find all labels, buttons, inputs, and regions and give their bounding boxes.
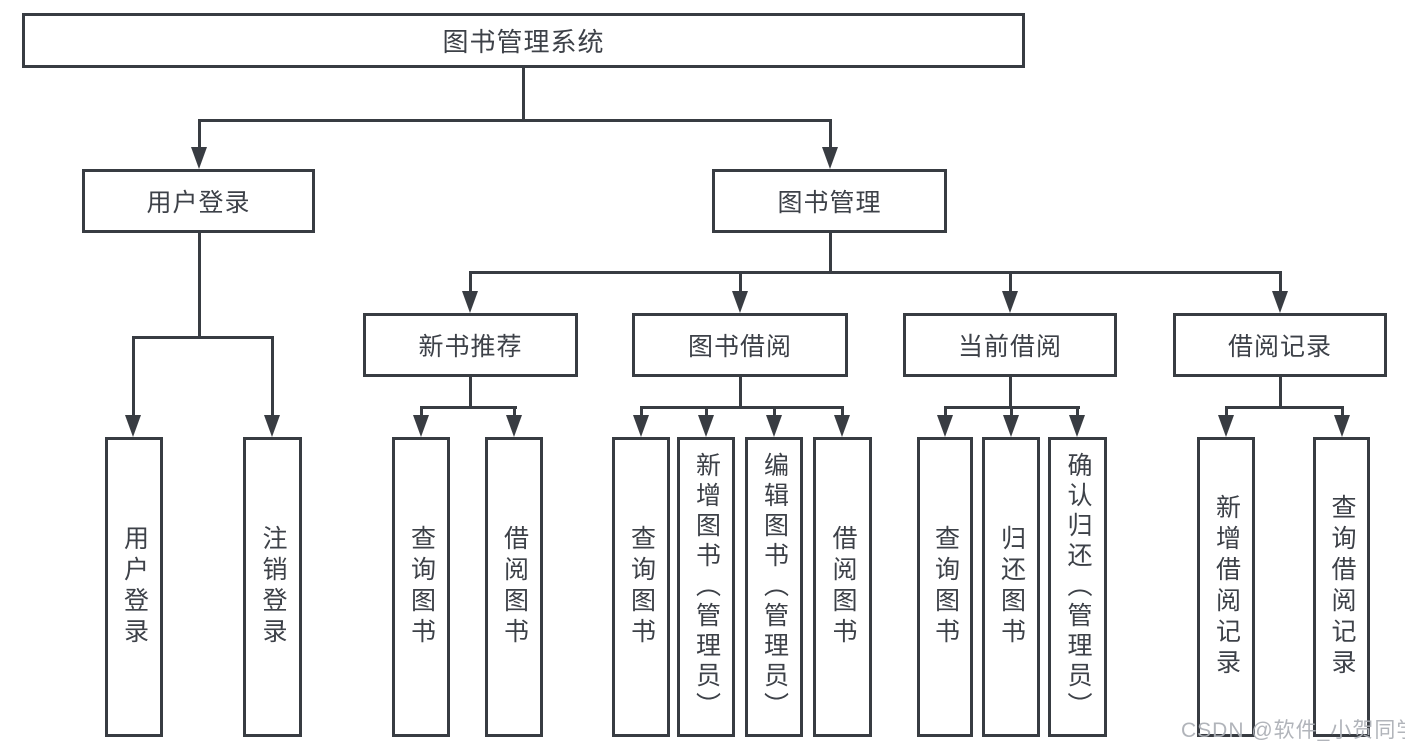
connector-line: [198, 119, 201, 153]
leaf-query-books-3: 查询图书: [917, 437, 973, 737]
node-new-book-recommend: 新书推荐: [363, 313, 578, 377]
connector-line: [469, 377, 472, 409]
connector-line: [1279, 377, 1282, 409]
connector-line: [739, 377, 742, 409]
arrow-down-icon: [125, 415, 141, 437]
arrow-down-icon: [698, 415, 714, 437]
arrow-down-icon: [766, 415, 782, 437]
csdn-watermark: CSDN @软件_小贺同学: [1181, 719, 1405, 742]
connector-line: [1009, 377, 1012, 409]
connector-line: [271, 336, 274, 420]
arrow-down-icon: [506, 415, 522, 437]
arrow-down-icon: [1069, 415, 1085, 437]
connector-line: [420, 406, 517, 409]
node-library-management-system: 图书管理系统: [22, 13, 1025, 68]
connector-line: [1076, 406, 1079, 420]
connector-line: [841, 406, 844, 420]
connector-line: [1010, 406, 1013, 420]
connector-line: [705, 406, 708, 420]
connector-line: [829, 233, 832, 274]
node-borrow-records: 借阅记录: [1173, 313, 1387, 377]
arrow-down-icon: [264, 415, 280, 437]
leaf-borrow-books-2: 借阅图书: [813, 437, 872, 737]
node-book-borrow: 图书借阅: [632, 313, 848, 377]
leaf-query-books-1: 查询图书: [392, 437, 450, 737]
connector-line: [513, 406, 516, 420]
connector-line: [132, 336, 274, 339]
node-book-management: 图书管理: [712, 169, 947, 233]
leaf-query-books-2: 查询图书: [612, 437, 670, 737]
connector-line: [829, 119, 832, 153]
arrow-down-icon: [1218, 415, 1234, 437]
leaf-add-book-admin: 新增图书（管理员）: [677, 437, 735, 737]
connector-line: [1009, 271, 1012, 296]
connector-line: [522, 68, 525, 122]
arrow-down-icon: [633, 415, 649, 437]
arrow-down-icon: [462, 291, 478, 313]
leaf-borrow-books-1: 借阅图书: [485, 437, 543, 737]
connector-line: [469, 271, 1282, 274]
arrow-down-icon: [1002, 291, 1018, 313]
arrow-down-icon: [937, 415, 953, 437]
connector-line: [1279, 271, 1282, 296]
connector-line: [420, 406, 423, 420]
leaf-add-borrow-record: 新增借阅记录: [1197, 437, 1255, 737]
connector-line: [1341, 406, 1344, 420]
node-user-login: 用户登录: [82, 169, 315, 233]
connector-line: [198, 233, 201, 339]
connector-line: [773, 406, 776, 420]
leaf-user-login: 用户登录: [105, 437, 163, 737]
leaf-logout-login: 注销登录: [243, 437, 302, 737]
leaf-query-borrow-record: 查询借阅记录: [1313, 437, 1370, 737]
connector-line: [198, 119, 832, 122]
connector-line: [132, 336, 135, 420]
arrow-down-icon: [413, 415, 429, 437]
arrow-down-icon: [191, 147, 207, 169]
leaf-edit-book-admin: 编辑图书（管理员）: [745, 437, 803, 737]
leaf-confirm-return-admin: 确认归还（管理员）: [1048, 437, 1107, 737]
connector-line: [1225, 406, 1344, 409]
arrow-down-icon: [822, 147, 838, 169]
arrow-down-icon: [834, 415, 850, 437]
connector-line: [469, 271, 472, 296]
arrow-down-icon: [732, 291, 748, 313]
connector-line: [640, 406, 844, 409]
arrow-down-icon: [1003, 415, 1019, 437]
connector-line: [1225, 406, 1228, 420]
connector-line: [739, 271, 742, 296]
node-current-borrow: 当前借阅: [903, 313, 1117, 377]
leaf-return-book: 归还图书: [982, 437, 1040, 737]
arrow-down-icon: [1334, 415, 1350, 437]
connector-line: [640, 406, 643, 420]
arrow-down-icon: [1272, 291, 1288, 313]
connector-line: [944, 406, 947, 420]
